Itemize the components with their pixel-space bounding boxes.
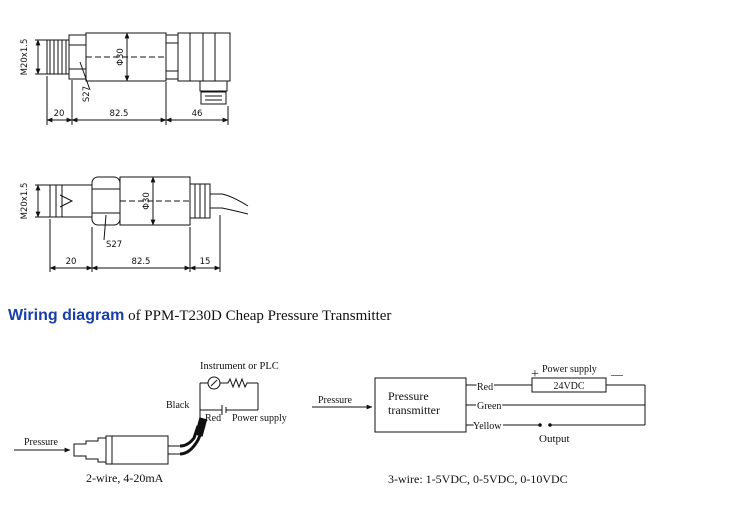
- cable-plug: [194, 417, 208, 437]
- red-wire-label: Red: [205, 413, 221, 424]
- top-hex-label: S27: [82, 86, 92, 102]
- transmitter-icon: [73, 437, 107, 463]
- top-drawing: [35, 32, 231, 125]
- bottom-dim-20: 20: [66, 257, 77, 267]
- three-wire-caption: 3-wire: 1-5VDC, 0-5VDC, 0-10VDC: [388, 472, 568, 486]
- bottom-diameter-label: Φ30: [142, 192, 152, 210]
- three-wire-diagram: [312, 377, 646, 433]
- bottom-thread-label: M20x1.5: [20, 183, 30, 220]
- top-thread-label: M20x1.5: [20, 39, 30, 76]
- power-supply-label: Power supply: [542, 364, 597, 375]
- top-diameter-label: Φ30: [116, 48, 126, 66]
- output-label: Output: [539, 433, 570, 445]
- bottom-dim-82-5: 82.5: [132, 257, 151, 267]
- top-dim-82-5: 82.5: [110, 109, 129, 119]
- red-wire-label: Red: [477, 382, 493, 393]
- output-terminal-a: [538, 423, 542, 427]
- red-wire-label-bg: Red: [477, 382, 493, 393]
- bottom-drawing: [35, 176, 249, 272]
- pressure-label: Pressure: [24, 437, 58, 448]
- top-connector: [177, 32, 231, 82]
- voltage-label: 24VDC: [553, 381, 584, 392]
- two-wire-caption: 2-wire, 4-20mA: [86, 471, 164, 485]
- box-label-line1: Pressure: [388, 389, 429, 403]
- power-supply-label: Power supply: [232, 413, 287, 424]
- minus-sign: —: [610, 367, 624, 381]
- yellow-wire-label: Yellow: [473, 421, 502, 432]
- bottom-dim-15: 15: [200, 257, 211, 267]
- bottom-hex-label: S27: [106, 240, 122, 250]
- green-wire-label-bg: Green: [477, 401, 501, 412]
- top-dim-46: 46: [192, 109, 203, 119]
- two-wire-diagram: [14, 376, 259, 465]
- black-wire-label: Black: [166, 400, 189, 411]
- wiring-heading-subtitle: of PPM-T230D Cheap Pressure Transmitter: [124, 308, 392, 324]
- three-wire-pressure-label: Pressure: [318, 395, 352, 406]
- instrument-label: Instrument or PLC: [200, 361, 279, 372]
- yellow-wire-label-bg: Yellow: [473, 421, 502, 432]
- wiring-heading: Wiring diagram of PPM-T230D Cheap Pressu…: [8, 307, 391, 325]
- plus-sign: +: [531, 367, 539, 382]
- box-label-line2: transmitter: [388, 403, 440, 417]
- output-terminal-b: [548, 423, 552, 427]
- green-wire-label: Green: [477, 401, 501, 412]
- wiring-heading-title: Wiring diagram: [8, 307, 125, 324]
- top-dim-20: 20: [54, 109, 65, 119]
